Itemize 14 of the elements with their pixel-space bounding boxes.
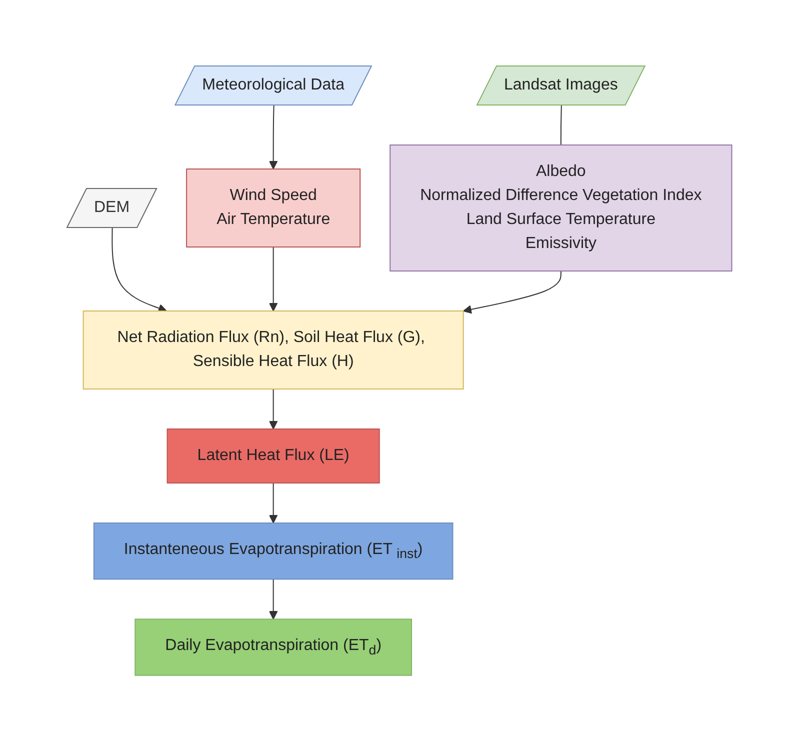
arrow <box>268 579 278 620</box>
arrow <box>268 388 278 430</box>
arrow <box>268 105 278 170</box>
node-box: Latent Heat Flux (LE) <box>166 428 380 484</box>
node-box: Albedo Normalized Difference Vegetation Index Land Surface Temperature Emissivity <box>389 144 732 272</box>
node-box: Instanteneous Evapotranspiration (ET $_{inst}$) <box>93 522 453 580</box>
arrow <box>268 246 278 312</box>
arrow <box>111 228 167 313</box>
connector <box>560 105 562 146</box>
arrow <box>462 270 562 314</box>
node-box: Net Radiation Flux (Rn), Soil Heat Flux (G), Sensible Heat Flux (H) <box>82 310 464 390</box>
node-box: Daily Evapotranspiration (ET$_{d}$) <box>134 619 412 676</box>
node-box: Wind Speed Air Temperature <box>186 168 360 248</box>
arrow <box>268 482 278 524</box>
